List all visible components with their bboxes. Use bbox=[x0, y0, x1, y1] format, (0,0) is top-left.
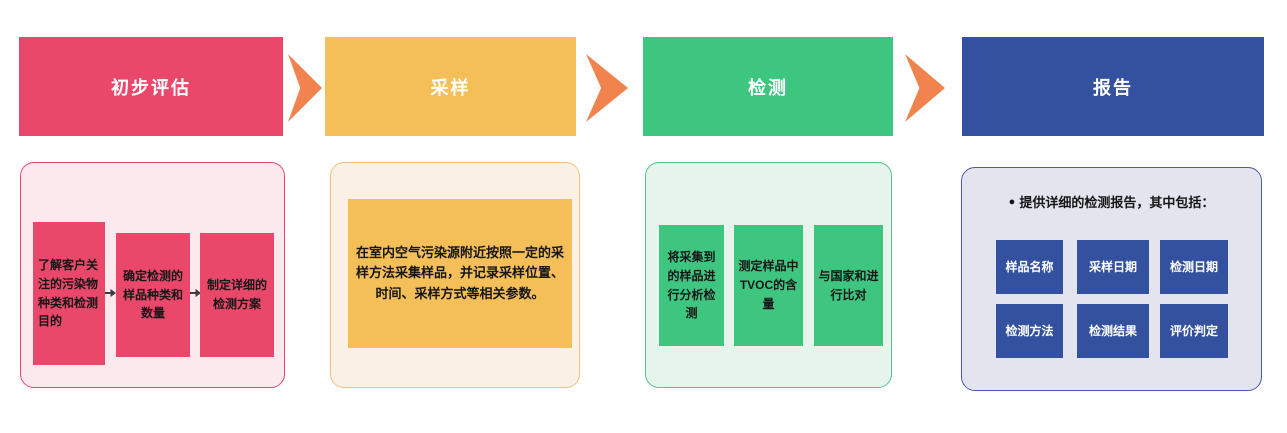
stage-header-initial-assessment: 初步评估 bbox=[19, 37, 283, 136]
report-item-box-sampling-date: 采样日期 bbox=[1077, 240, 1149, 294]
stage-header-testing: 检测 bbox=[643, 37, 893, 136]
report-item-box-test-method: 检测方法 bbox=[996, 304, 1063, 358]
stage-header-report: 报告 bbox=[962, 37, 1264, 136]
report-item-box-test-date: 检测日期 bbox=[1160, 240, 1228, 294]
chevron-right-icon bbox=[586, 54, 628, 122]
bullet-icon: ● bbox=[1008, 195, 1016, 208]
report-intro-line: ● 提供详细的检测报告，其中包括： bbox=[962, 192, 1261, 211]
stage-title: 采样 bbox=[430, 77, 471, 98]
report-intro-text: 提供详细的检测报告，其中包括： bbox=[1019, 195, 1215, 210]
panel-initial-assessment: 了解客户关注的污染物种类和检测目的 确定检测的样品种类和数量 制定详细的检测方案 bbox=[20, 162, 285, 388]
step-box-compare: 与国家和进行比对 bbox=[814, 225, 883, 346]
right-arrow-icon bbox=[105, 288, 116, 298]
step-box-client-needs: 了解客户关注的污染物种类和检测目的 bbox=[33, 222, 105, 365]
report-item-box-test-result: 检测结果 bbox=[1077, 304, 1149, 358]
panel-sampling: 在室内空气污染源附近按照一定的采样方法采集样品，并记录采样位置、时间、采样方式等… bbox=[330, 162, 580, 388]
chevron-right-icon bbox=[905, 54, 945, 122]
panel-testing: 将采集到的样品进行分析检测 测定样品中TVOC的含量 与国家和进行比对 bbox=[645, 162, 892, 388]
report-item-box-evaluation: 评价判定 bbox=[1160, 304, 1228, 358]
step-box-sample-types: 确定检测的样品种类和数量 bbox=[116, 233, 190, 357]
sampling-description-box: 在室内空气污染源附近按照一定的采样方法采集样品，并记录采样位置、时间、采样方式等… bbox=[348, 199, 572, 348]
report-item-box-sample-name: 样品名称 bbox=[996, 240, 1063, 294]
chevron-right-icon bbox=[288, 54, 322, 122]
step-box-tvoc: 测定样品中TVOC的含量 bbox=[734, 225, 803, 346]
step-box-analysis: 将采集到的样品进行分析检测 bbox=[659, 225, 724, 346]
stage-title: 检测 bbox=[748, 77, 788, 98]
right-arrow-icon bbox=[190, 288, 201, 298]
stage-title: 报告 bbox=[1093, 77, 1133, 98]
step-box-test-plan: 制定详细的检测方案 bbox=[200, 233, 274, 357]
stage-title: 初步评估 bbox=[111, 77, 191, 98]
stage-header-sampling: 采样 bbox=[325, 37, 576, 136]
panel-report: ● 提供详细的检测报告，其中包括： 样品名称 采样日期 检测日期 检测方法 检测… bbox=[961, 167, 1262, 391]
